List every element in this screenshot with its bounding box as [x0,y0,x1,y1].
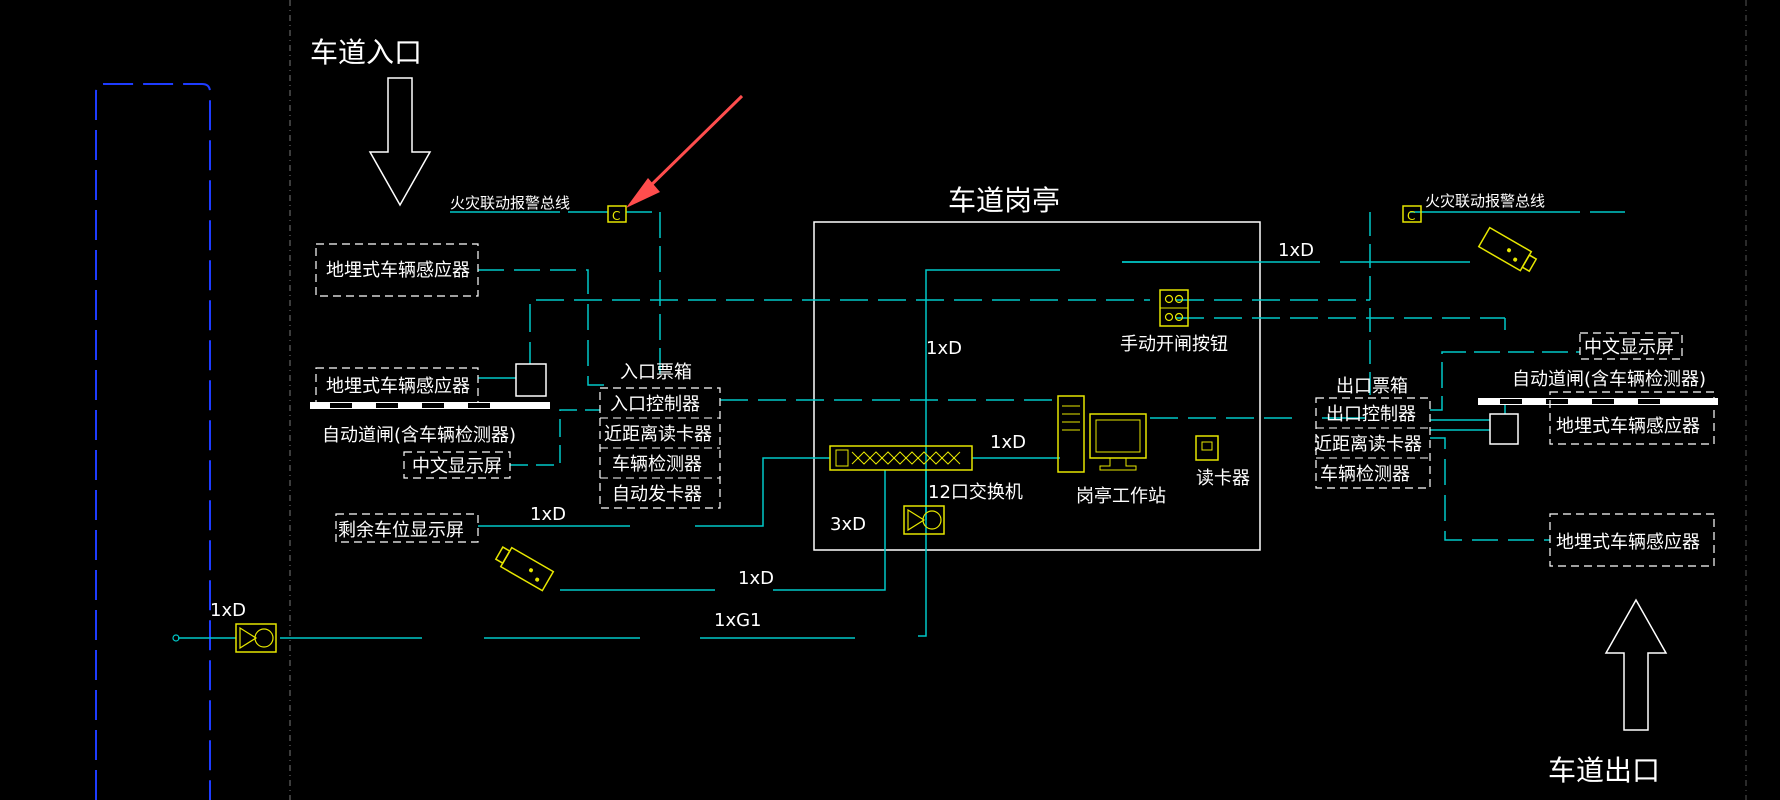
workstation-label: 岗亭工作站 [1076,486,1166,507]
fire-module-right-icon [1402,205,1422,223]
exit-item: 车辆检测器 [1320,464,1410,485]
cable-label: 3xD [830,514,866,535]
entry-box: 入口票箱 入口控制器 近距离读卡器 车辆检测器 自动发卡器 [599,362,721,509]
exit-item: 出口控制器 [1326,404,1416,425]
server-tower-icon [1057,395,1085,473]
gate-left [310,363,550,409]
optical-module-left-icon [172,623,277,653]
entry-item: 车辆检测器 [612,454,702,475]
sensor-right-1-label: 地埋式车辆感应器 [1556,416,1700,437]
sensor-left-2-label: 地埋式车辆感应器 [326,376,470,397]
cable-label: 1xD [738,568,774,589]
entrance-label: 车道入口 [310,36,422,69]
network-switch: 12口交换机 [829,445,1023,503]
cable-label: 1xD [210,600,246,621]
camera-right-icon [1477,226,1538,273]
cable-label: 1xD [990,432,1026,453]
cable-label: 1xG1 [714,610,762,631]
display-right-label: 中文显示屏 [1584,337,1674,358]
entry-item: 自动发卡器 [612,484,702,505]
cable-label: 1xD [530,504,566,525]
fire-bus-left: 火灾联动报警总线 C [450,194,627,223]
entrance-arrow: 车道入口 [310,36,432,207]
display-left-label: 中文显示屏 [412,456,502,477]
card-reader-icon [1195,435,1219,461]
exit-box-title: 出口票箱 [1336,376,1408,397]
manual-button-label: 手动开闸按钮 [1120,334,1228,355]
gate-left-label: 自动道闸(含车辆检测器) [322,425,516,446]
booth-label: 车道岗亭 [948,184,1060,217]
right-devices: 中文显示屏 自动道闸(含车辆检测器) 地埋式车辆感应器 地埋式车辆感应器 [1478,332,1718,567]
workstation: 岗亭工作站 [1057,395,1166,507]
fire-bus-left-label: 火灾联动报警总线 [450,194,570,212]
left-devices: 地埋式车辆感应器 地埋式车辆感应器 自动道闸(含车辆检测器) 中文显示屏 剩余车… [310,243,550,543]
exit-box: 出口票箱 出口控制器 近距离读卡器 车辆检测器 [1314,376,1431,489]
pointer-arrow-icon [626,94,744,208]
card-reader-label: 读卡器 [1196,468,1250,489]
drawing-frame [289,0,1747,800]
entry-item: 近距离读卡器 [604,424,712,445]
spaces-display-label: 剩余车位显示屏 [338,520,464,541]
gate-right-label: 自动道闸(含车辆检测器) [1512,369,1706,390]
fire-module-left-icon [607,205,627,223]
optical-module-booth-icon [903,505,945,535]
monitor-icon [1089,413,1147,459]
gate-right [1478,398,1718,445]
exit-item: 近距离读卡器 [1314,434,1422,455]
svg-text:C: C [612,209,620,223]
camera-left-icon [494,546,555,592]
lane-boundary [95,83,211,800]
entry-item: 入口控制器 [610,394,700,415]
card-reader: 读卡器 [1195,435,1250,489]
manual-button-device: 手动开闸按钮 [1120,289,1228,355]
cable-labels: 1xD 1xD 1xD 3xD 1xD 1xD 1xD 1xG1 [210,240,1314,631]
fire-bus-right-label: 火灾联动报警总线 [1425,192,1545,210]
svg-text:C: C [1407,209,1415,223]
cable-label: 1xD [1278,240,1314,261]
switch-label: 12口交换机 [928,482,1023,503]
exit-label: 车道出口 [1548,754,1660,787]
entry-box-title: 入口票箱 [620,362,692,383]
fire-bus-right: 火灾联动报警总线 C [1402,192,1545,223]
wiring [178,211,1625,639]
sensor-right-2-label: 地埋式车辆感应器 [1556,532,1700,553]
cable-label: 1xD [926,338,962,359]
sensor-left-1-label: 地埋式车辆感应器 [326,260,470,281]
booth: 车道岗亭 [813,184,1261,551]
exit-arrow: 车道出口 [1548,598,1668,787]
